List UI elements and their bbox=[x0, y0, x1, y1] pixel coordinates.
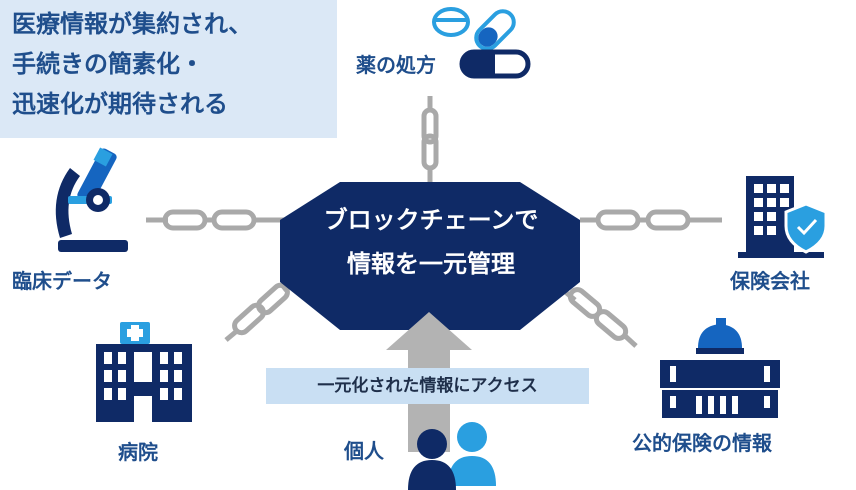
chain-right bbox=[580, 209, 722, 231]
chain-top bbox=[421, 96, 439, 182]
label-prescription: 薬の処方 bbox=[356, 53, 436, 77]
summary-callout: 医療情報が集約され、 手続きの簡素化・ 迅速化が期待される bbox=[0, 0, 337, 138]
center-line-1: ブロックチェーンで bbox=[323, 206, 539, 234]
callout-line-1: 医療情報が集約され、 bbox=[12, 10, 253, 38]
label-public-insurance: 公的保険の情報 bbox=[632, 431, 772, 455]
microscope-icon bbox=[55, 147, 128, 252]
label-insurance-company: 保険会社 bbox=[730, 269, 810, 293]
chain-lower-left bbox=[224, 278, 298, 342]
chain-lower-right bbox=[561, 287, 638, 348]
label-individual: 個人 bbox=[344, 439, 384, 463]
center-title: ブロックチェーンで 情報を一元管理 bbox=[275, 198, 587, 286]
access-banner: 一元化された情報にアクセス bbox=[266, 368, 589, 404]
hospital-icon bbox=[96, 322, 192, 422]
label-clinical-data: 臨床データ bbox=[12, 269, 112, 293]
government-building-icon bbox=[660, 318, 780, 418]
chain-left bbox=[146, 209, 286, 231]
callout-line-3: 迅速化が期待される bbox=[12, 90, 228, 118]
insurance-building-icon bbox=[738, 176, 828, 258]
blockchain-hexagon bbox=[280, 182, 580, 330]
label-hospital: 病院 bbox=[118, 440, 158, 464]
center-line-2: 情報を一元管理 bbox=[347, 250, 515, 278]
pill-icon bbox=[432, 7, 531, 79]
people-icon bbox=[408, 422, 496, 490]
callout-line-2: 手続きの簡素化・ bbox=[12, 50, 204, 78]
